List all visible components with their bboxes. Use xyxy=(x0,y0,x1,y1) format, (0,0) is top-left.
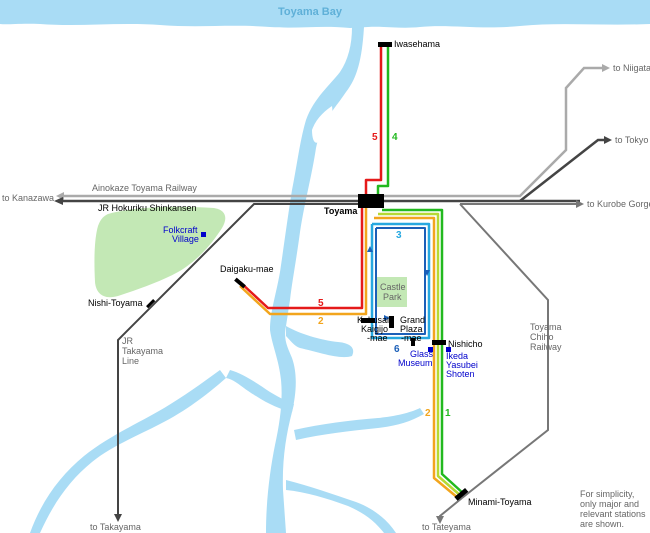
route-5-number-west: 5 xyxy=(318,298,324,309)
chiho-label-1: Toyama xyxy=(530,322,562,332)
to-niigata-label: to Niigata xyxy=(613,63,650,73)
folkcraft-village-park xyxy=(94,206,226,298)
daigaku-mae-marker[interactable] xyxy=(234,277,246,289)
ido-river xyxy=(226,370,294,412)
grand-label-1: Grand xyxy=(400,315,425,325)
glass-museum-marker[interactable] xyxy=(411,338,415,346)
arrow-to-kurobe xyxy=(576,200,584,208)
ainokaze-label: Ainokaze Toyama Railway xyxy=(92,183,197,193)
direction-arrow-bottom xyxy=(384,315,390,321)
route-6-loop xyxy=(375,227,426,335)
bay-label: Toyama Bay xyxy=(278,6,343,18)
ainokaze-railway-line xyxy=(60,66,606,198)
glass-museum-square xyxy=(428,347,433,352)
route-2-line xyxy=(239,208,368,316)
to-takayama-label: to Takayama xyxy=(90,522,141,532)
arrow-to-tokyo xyxy=(604,136,612,144)
landmark-markers xyxy=(201,232,451,352)
toyama-bay xyxy=(0,0,650,28)
folkcraft-label-1: Folkcraft xyxy=(163,225,198,235)
toyama-label: Toyama xyxy=(324,206,358,216)
route-2-east xyxy=(374,216,459,499)
takayama-line-label-1: JR xyxy=(122,336,134,346)
kokusai-label-2: Kaigijo xyxy=(361,324,388,334)
ikeda-marker xyxy=(446,347,451,352)
takayama-line-label-2: Takayama xyxy=(122,346,163,356)
chiho-label-2: Chiho xyxy=(530,332,554,342)
route-5-number-north: 5 xyxy=(372,132,378,143)
route-4-number: 4 xyxy=(392,132,398,143)
ikeda-label-2: Yasubei xyxy=(446,360,478,370)
grand-label-2: Plaza xyxy=(400,324,423,334)
ikeda-label-3: Shoten xyxy=(446,369,475,379)
glass-label-2: Museum xyxy=(398,358,433,368)
nishi-toyama-label: Nishi-Toyama xyxy=(88,298,143,308)
kumano-river xyxy=(294,408,424,440)
nishicho-label: Nishicho xyxy=(448,339,483,349)
route-4-line xyxy=(376,44,390,196)
minami-toyama-label: Minami-Toyama xyxy=(468,497,532,507)
note-line-4: are shown. xyxy=(580,519,624,529)
daigaku-mae-label: Daigaku-mae xyxy=(220,264,274,274)
arrow-to-takayama xyxy=(114,514,122,522)
ikeda-label-1: Ikeda xyxy=(446,351,468,361)
iwasehama-label: Iwasehama xyxy=(394,39,440,49)
to-tokyo-label: to Tokyo xyxy=(615,135,648,145)
kokusai-label-3: -mae xyxy=(367,333,388,343)
minami-toyama-marker[interactable] xyxy=(454,487,469,501)
river-southwest xyxy=(30,370,226,533)
station-markers xyxy=(146,42,469,501)
route-1-number: 1 xyxy=(445,408,451,419)
route-5-south xyxy=(239,202,364,310)
river-lower xyxy=(286,480,396,533)
direction-arrow-right xyxy=(424,270,430,276)
nishi-toyama-marker[interactable] xyxy=(146,299,156,309)
to-tateyama-label: to Tateyama xyxy=(422,522,471,532)
castle-park xyxy=(377,277,407,307)
route-3-loop xyxy=(370,222,431,340)
toyama-marker[interactable] xyxy=(358,194,384,208)
note-line-3: relevant stations xyxy=(580,509,646,519)
route-2-number-west: 2 xyxy=(318,316,324,327)
jinzu-branch-east xyxy=(286,326,354,358)
shinkansen-east-branch xyxy=(519,138,608,202)
route-2-number-south: 2 xyxy=(425,408,431,419)
folkcraft-marker xyxy=(201,232,206,237)
to-kanazawa-label: to Kanazawa xyxy=(2,193,54,203)
note-line-1: For simplicity, xyxy=(580,489,634,499)
route-5-line xyxy=(364,44,383,194)
castle-label-2: Park xyxy=(383,292,402,302)
note-line-2: only major and xyxy=(580,499,639,509)
chiho-railway-line xyxy=(459,203,549,499)
chiho-label-3: Railway xyxy=(530,342,562,352)
shinkansen-label: JR Hokuriku Shinkansen xyxy=(98,203,197,213)
grand-label-3: -mae xyxy=(401,333,422,343)
arrow-to-kanazawa xyxy=(54,197,63,205)
kokusai-marker[interactable] xyxy=(361,318,375,323)
castle-label-1: Castle xyxy=(380,282,406,292)
glass-label-1: Glass xyxy=(410,349,434,359)
takayama-line-label-3: Line xyxy=(122,356,139,366)
arrow-to-tateyama xyxy=(436,516,444,524)
route-3-number: 3 xyxy=(396,230,402,241)
nishicho-marker[interactable] xyxy=(432,340,446,345)
to-kurobe-label: to Kurobe Gorge xyxy=(587,199,650,209)
jinzu-river xyxy=(266,27,364,533)
grand-plaza-marker[interactable] xyxy=(389,316,394,328)
iwasehama-marker[interactable] xyxy=(378,42,392,47)
folkcraft-label-2: Village xyxy=(172,234,199,244)
route-6-number: 6 xyxy=(394,344,400,355)
kokusai-label-1: Kokusai xyxy=(357,315,389,325)
railways xyxy=(54,64,612,524)
direction-arrow-left xyxy=(367,246,373,252)
river-island xyxy=(312,106,333,143)
takayama-line xyxy=(117,203,360,516)
arrow-to-niigata xyxy=(602,64,610,72)
